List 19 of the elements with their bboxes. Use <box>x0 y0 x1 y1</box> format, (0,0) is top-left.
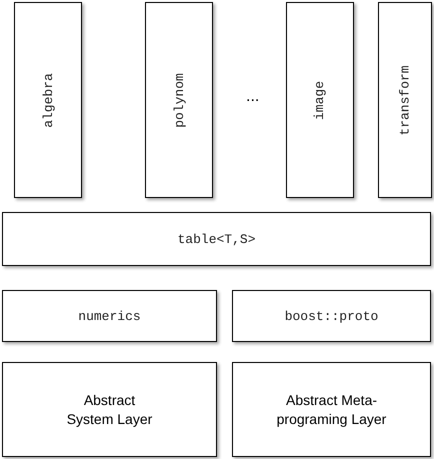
module-box <box>378 2 432 198</box>
layer-box <box>2 212 431 266</box>
ellipsis-label: ... <box>246 88 260 106</box>
module-box <box>286 2 354 198</box>
layer-label: Abstract System Layer <box>66 391 154 428</box>
layer-box <box>232 290 431 342</box>
layer-label: boost::proto <box>284 308 378 324</box>
module-box <box>145 2 213 198</box>
module-label: polynom <box>172 72 186 128</box>
layer-box <box>2 362 217 457</box>
module-label: algebra <box>40 72 56 128</box>
layer-box <box>2 290 217 342</box>
module-label: transform <box>398 64 412 136</box>
layer-label: numerics <box>78 308 141 324</box>
module-box <box>14 2 82 198</box>
layer-label: Abstract Meta-programing Layer <box>276 391 388 428</box>
layer-label: table<T,S> <box>177 232 256 246</box>
layer-box <box>232 362 431 457</box>
module-label: image <box>312 80 328 120</box>
